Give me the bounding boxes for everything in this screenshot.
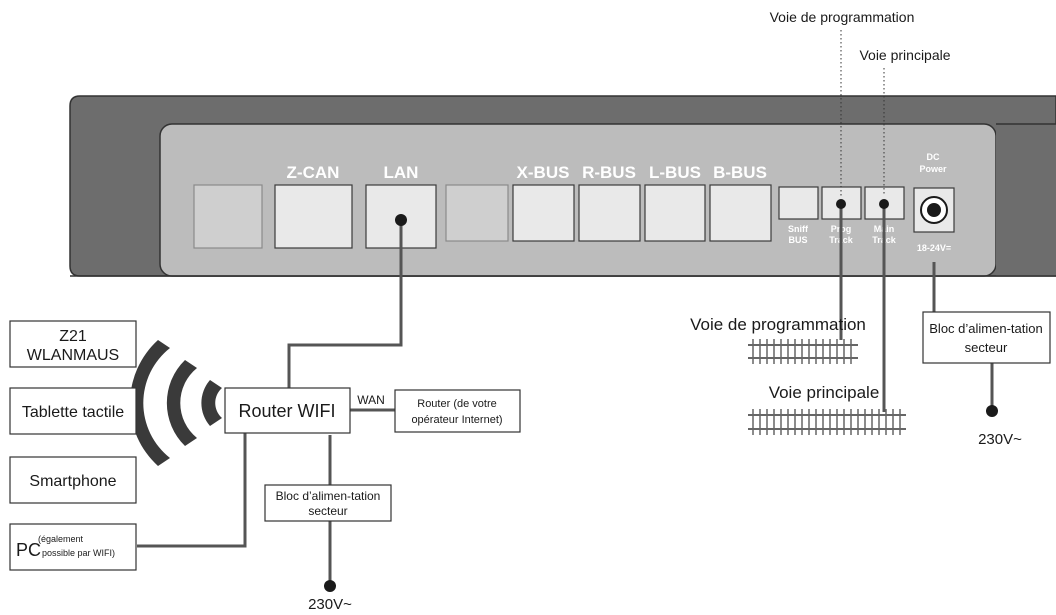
port-sniff-label-1: Sniff (788, 224, 809, 234)
dc-power-label-2: Power (919, 164, 947, 174)
device-psu-label-1: Bloc d’alimen-tation (929, 321, 1042, 336)
port-zcan (274, 184, 353, 249)
router-psu-mains-dot (324, 580, 336, 592)
isp-router-label-1: Router (de votre (417, 398, 496, 410)
port-lbus (644, 184, 706, 242)
port-lbus-label: L-BUS (649, 163, 701, 182)
port-bbus (709, 184, 772, 242)
router-psu-box (264, 484, 392, 522)
router-wifi-box (224, 387, 351, 434)
router-psu-label-2: secteur (308, 504, 347, 518)
prog-track-dot (836, 199, 846, 209)
main-track-dot (879, 199, 889, 209)
dc-voltage-label: 18-24V= (917, 243, 951, 253)
pc-label: PC (16, 540, 41, 560)
port-rbus (578, 184, 641, 242)
port-xbus-label: X-BUS (517, 163, 570, 182)
callout-voie-prog-top: Voie de programmation (770, 9, 915, 25)
main-track-rails (748, 409, 906, 435)
device-psu-label-2: secteur (965, 340, 1008, 355)
pc-box (9, 523, 137, 571)
wan-label: WAN (357, 393, 385, 407)
device-psu-mains-dot (986, 405, 998, 417)
prog-track-label: Voie de programmation (690, 315, 866, 334)
port-unlabeled-2 (445, 184, 509, 242)
port-unlabeled-1 (193, 184, 263, 249)
lan-connection-dot (395, 214, 407, 226)
wlanmaus-label-2: WLANMAUS (27, 347, 119, 364)
dc-power-label-1: DC (927, 152, 940, 162)
callout-voie-principale-top: Voie principale (859, 47, 950, 63)
wlanmaus-box (9, 320, 137, 368)
device-housing-end (996, 124, 1056, 276)
tablette-label: Tablette tactile (22, 404, 124, 421)
smartphone-box (9, 456, 137, 504)
wifi-icon (130, 340, 222, 466)
router-psu-label-1: Bloc d’alimen-tation (276, 489, 381, 503)
port-rbus-label: R-BUS (582, 163, 636, 182)
router-mains-label: 230V~ (308, 596, 352, 613)
prog-track-rails (748, 339, 858, 364)
port-xbus (512, 184, 575, 242)
wlanmaus-label-1: Z21 (59, 328, 87, 345)
pc-note-1: (également (38, 534, 84, 544)
router-wifi-label: Router WIFI (238, 401, 335, 421)
tablette-box (9, 387, 137, 435)
port-bbus-label: B-BUS (713, 163, 767, 182)
smartphone-label: Smartphone (29, 473, 116, 490)
port-sniff-label-2: BUS (788, 235, 807, 245)
device-psu-box (922, 311, 1051, 364)
pc-note-2: possible par WIFI) (42, 548, 115, 558)
port-sniff-bus (778, 186, 819, 220)
port-zcan-label: Z-CAN (287, 163, 340, 182)
port-lan-label: LAN (384, 163, 419, 182)
isp-router-label-2: opérateur Internet) (411, 414, 502, 426)
device-mains-label: 230V~ (978, 431, 1022, 448)
main-track-label: Voie principale (769, 383, 880, 402)
dc-jack-inner (927, 203, 941, 217)
isp-router-box (394, 389, 521, 433)
